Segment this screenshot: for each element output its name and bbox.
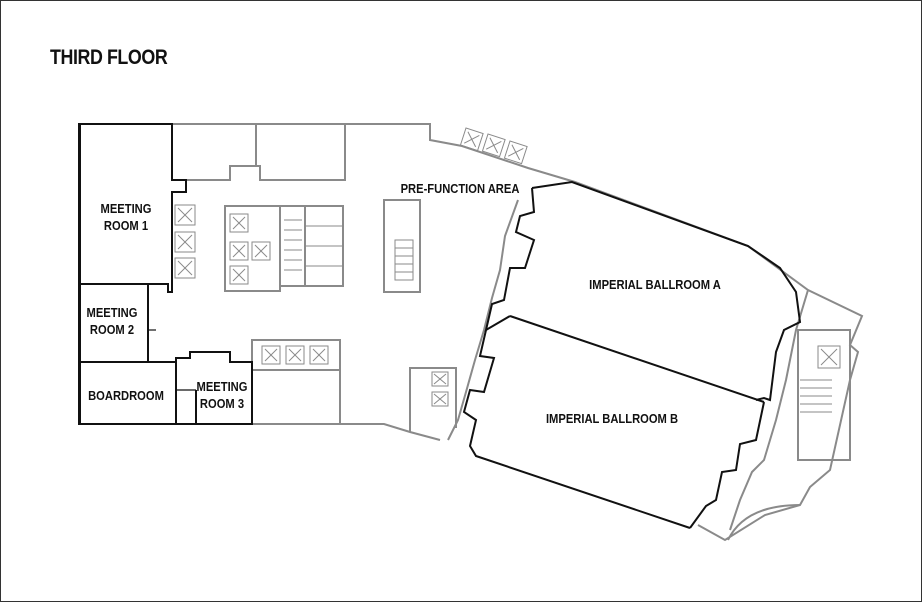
building-outline: [171, 123, 864, 542]
meeting-room-walls: [78, 123, 253, 425]
imperial-ballroom-a-label: IMPERIAL BALLROOM A: [589, 277, 721, 292]
boardroom-label: BOARDROOM: [88, 388, 164, 403]
elevator-icons: [174, 127, 841, 407]
floor-title: THIRD FLOOR: [50, 46, 168, 69]
imperial-ballroom-b-label: IMPERIAL BALLROOM B: [545, 411, 679, 426]
ballroom-walls: [462, 180, 802, 529]
pre-function-area-label: PRE-FUNCTION AREA: [400, 181, 520, 196]
